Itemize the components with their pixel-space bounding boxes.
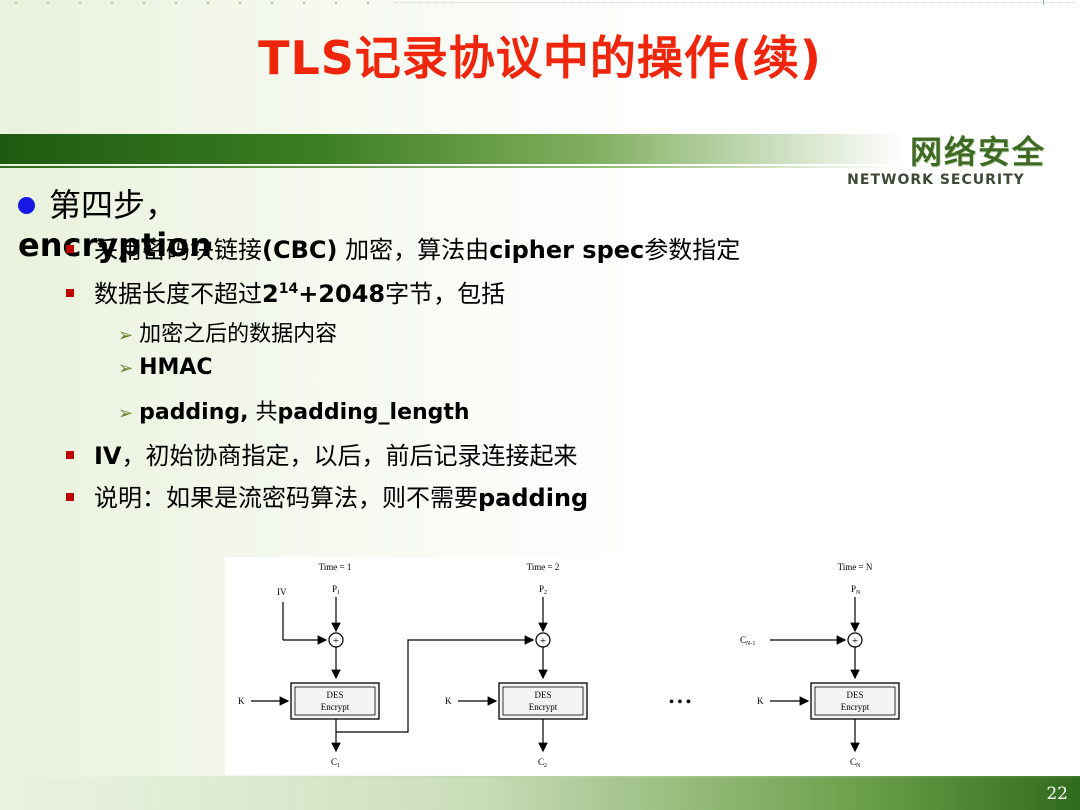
bullet-text: 加密，算法由 [337,236,490,264]
key-label: K [757,696,764,706]
top-tick-mark [1043,0,1044,5]
bullet-text: ，初始协商指定，以后，前后记录连接起来 [121,442,578,470]
arrow-bullet-icon: ➢ [118,358,134,379]
bullet-text: 参数指定 [644,236,741,264]
bullet-dot-icon [18,196,35,214]
sub-bullet-encrypted-data: ➢加密之后的数据内容 [118,316,337,348]
ciphertext-label: CN [850,757,861,769]
diagram-stage-1: Time = 1 P1 IV + K DES Encrypt C1 [238,562,380,769]
top-dot-pattern [0,0,380,6]
header-green-bar [0,134,905,164]
bullet-superscript: 14 [278,281,299,297]
time-label: Time = N [838,562,873,572]
sub-bullet-bold-text: HMAC [139,355,213,380]
bullet-prefix: 第四步， [49,186,178,224]
bullet-bold-text: (CBC) [262,236,338,264]
bullet-cbc: 采用密码块链接(CBC) 加密，算法由cipher spec参数指定 [66,230,740,265]
prev-ciphertext-label: CN-1 [740,635,755,647]
bullet-bold-text: IV [94,442,122,470]
des-encrypt-block [810,682,900,720]
ciphertext-label: C1 [331,757,340,769]
des-encrypt-block [290,682,380,720]
des-encrypt-block [498,682,588,720]
bullet-text: 采用密码块链接 [94,236,262,264]
footer-green-bar [0,778,1080,810]
bullet-text: 数据长度不超过 [94,280,262,308]
iv-label: IV [277,587,287,597]
bullet-keyword: encryption [18,226,213,264]
ellipsis-dots: • • • [669,695,691,710]
footer-green-line [60,776,1080,778]
block-label-line2: Encrypt [529,702,558,712]
key-label: K [238,696,245,706]
bullet-text: 字节，包括 [385,280,506,308]
page-number: 22 [1046,784,1068,804]
plaintext-label: PN [851,584,861,596]
block-label-line2: Encrypt [841,702,870,712]
xor-symbol: + [333,635,339,647]
plaintext-label: P2 [539,584,547,596]
xor-symbol: + [852,635,858,647]
square-bullet-icon [66,289,74,297]
block-label-line1: DES [534,690,551,700]
plaintext-label: P1 [332,584,340,596]
header-green-line [0,166,900,168]
key-label: K [445,696,452,706]
cbc-mode-diagram: Time = 1 P1 IV + K DES Encrypt C1 Time =… [225,557,908,775]
bullet-stream-cipher-note: 说明：如果是流密码算法，则不需要padding [66,478,588,513]
sub-bullet-padding: ➢padding, 共padding_length [118,394,470,426]
chain-feedback-line [336,635,535,733]
sub-bullet-text: 共 [248,400,278,425]
bullet-text: 说明：如果是流密码算法，则不需要 [94,484,478,512]
bullet-level1-encryption: 第四步，encryption [18,180,212,264]
time-label: Time = 1 [319,562,352,572]
arrow-bullet-icon: ➢ [118,325,134,346]
square-bullet-icon [66,451,74,459]
square-bullet-icon [66,493,74,501]
ciphertext-label: C2 [538,757,547,769]
block-label-line1: DES [326,690,343,700]
logo-chinese-text: 网络安全 [909,133,1046,171]
bullet-bold-text: padding [478,484,589,512]
arrow-bullet-icon: ➢ [118,403,134,424]
sub-bullet-bold-text: padding_length [277,400,470,425]
diagram-stage-2: Time = 2 P2 + K DES Encrypt C2 [445,562,588,769]
top-dotted-rule [395,2,1075,3]
block-label-line1: DES [846,690,863,700]
sub-bullet-text: 加密之后的数据内容 [139,322,338,347]
sub-bullet-hmac: ➢HMAC [118,355,213,380]
slide-title: TLS记录协议中的操作(续) [258,31,822,85]
bullet-bold-text: cipher spec [489,236,645,264]
block-label-line2: Encrypt [321,702,350,712]
diagram-stage-n: Time = N PN CN-1 + K DES Encrypt CN [740,562,900,769]
bullet-iv: IV，初始协商指定，以后，前后记录连接起来 [66,436,578,471]
logo-english-text: NETWORK SECURITY [847,172,1025,188]
time-label: Time = 2 [527,562,560,572]
square-bullet-icon [66,245,74,253]
sub-bullet-bold-text: padding, [139,400,249,425]
bullet-data-length: 数据长度不超过214+2048字节，包括 [66,274,505,309]
bullet-bold-text: 2 [262,280,279,308]
xor-symbol: + [540,635,546,647]
bullet-bold-text: +2048 [298,280,386,308]
